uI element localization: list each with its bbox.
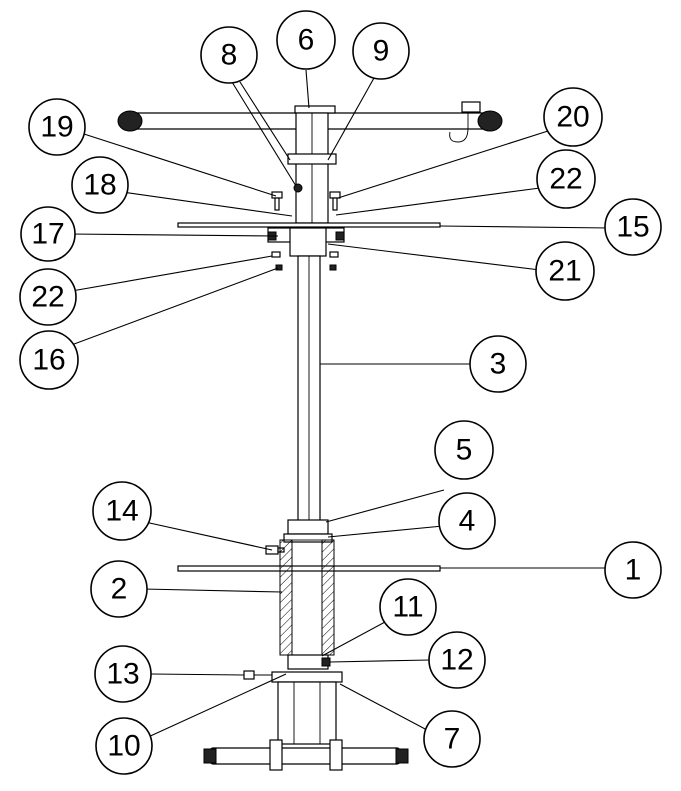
lower-plate: [177, 565, 441, 572]
callouts: 6 8 9 19 20 18 22 17 15 21 22 16 3 5 14 …: [19, 10, 662, 775]
t-bolts: [271, 191, 341, 211]
svg-text:16: 16: [32, 344, 65, 377]
callout-20: 20: [543, 87, 603, 147]
callout-13: 13: [94, 645, 152, 703]
upper-disc: [177, 222, 441, 228]
svg-text:4: 4: [459, 505, 476, 538]
svg-text:12: 12: [440, 644, 473, 677]
inner-bearing: [287, 654, 331, 670]
shaft-collar: [283, 519, 333, 543]
callout-19: 19: [28, 98, 86, 156]
svg-text:1: 1: [625, 554, 642, 587]
base-flange: [271, 671, 343, 745]
svg-text:7: 7: [444, 723, 461, 756]
svg-text:15: 15: [616, 211, 649, 244]
svg-text:10: 10: [107, 730, 140, 763]
callout-17: 17: [20, 206, 76, 262]
callout-10: 10: [95, 717, 153, 775]
svg-text:2: 2: [111, 573, 128, 606]
callout-8: 8: [200, 26, 258, 84]
svg-text:11: 11: [392, 591, 423, 624]
callout-2: 2: [90, 560, 148, 618]
svg-text:9: 9: [373, 35, 390, 68]
main-shaft: [297, 255, 321, 527]
svg-text:19: 19: [40, 111, 73, 144]
callout-22-top: 22: [536, 149, 596, 209]
bottom-foot-bar: [203, 739, 409, 771]
callout-15: 15: [604, 198, 662, 256]
callout-7: 7: [423, 710, 481, 768]
callout-3: 3: [469, 335, 527, 393]
svg-text:13: 13: [106, 658, 139, 691]
callout-4: 4: [438, 492, 496, 550]
small-nuts: [271, 251, 339, 271]
svg-text:14: 14: [105, 495, 138, 528]
svg-text:3: 3: [490, 348, 507, 381]
hook: [449, 101, 481, 143]
callout-9: 9: [352, 22, 410, 80]
leader-lines: [57, 69, 611, 739]
callout-1: 1: [604, 541, 662, 599]
svg-text:20: 20: [556, 101, 589, 134]
outer-tube: [279, 539, 335, 656]
callout-16: 16: [19, 330, 79, 390]
svg-text:22: 22: [549, 163, 582, 196]
callout-11: 11: [379, 578, 437, 636]
svg-text:21: 21: [548, 255, 581, 288]
assembly-drawing: [117, 101, 503, 771]
callout-5: 5: [434, 420, 494, 480]
svg-text:6: 6: [298, 24, 315, 57]
callout-21: 21: [535, 241, 595, 301]
callout-18: 18: [71, 156, 129, 214]
svg-text:5: 5: [456, 434, 473, 467]
svg-text:18: 18: [83, 169, 116, 202]
callout-6: 6: [276, 10, 336, 70]
set-screw-13: [243, 670, 272, 680]
callout-22-bottom: 22: [19, 268, 77, 326]
callout-14: 14: [92, 481, 152, 541]
svg-text:22: 22: [31, 281, 64, 314]
svg-text:8: 8: [221, 39, 238, 72]
callout-12: 12: [428, 631, 486, 689]
svg-text:17: 17: [31, 218, 64, 251]
